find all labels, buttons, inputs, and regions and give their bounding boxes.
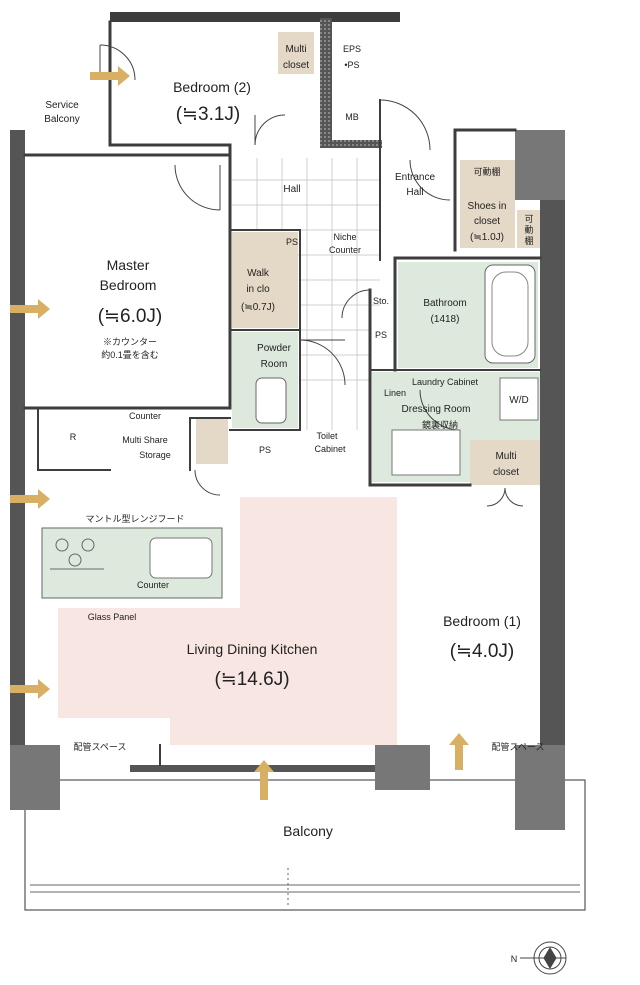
shoes-line2: closet <box>474 216 500 227</box>
counter-master: Counter <box>129 411 161 421</box>
kadou-shelf-top: 可動棚 <box>473 166 500 177</box>
kadou-shelf-v1: 可 <box>524 214 533 224</box>
walls <box>10 12 565 830</box>
balcony-area <box>24 779 586 911</box>
linen-label: Linen <box>384 388 406 398</box>
powder-line1: Powder <box>257 343 292 354</box>
bedroom2-name: Bedroom (2) <box>173 79 251 95</box>
shoes-line1: Shoes in <box>468 201 507 212</box>
walkin-size: (≒0.7J) <box>241 302 275 313</box>
master-line2: Bedroom <box>100 277 157 293</box>
ldk-size: (≒14.6J) <box>214 669 289 690</box>
piping-right: 配管スペース <box>492 741 545 752</box>
hood-label: マントル型レンジフード <box>85 514 184 524</box>
walkin-line1: Walk <box>247 268 270 279</box>
multi-share-line1: Multi Share <box>122 435 168 445</box>
master-note2: 約0.1畳を含む <box>101 349 159 360</box>
dressing-sub: 鏡裏収納 <box>422 419 458 430</box>
balcony-name: Balcony <box>283 823 333 839</box>
shoes-size: (≒1.0J) <box>470 232 504 243</box>
doors <box>99 44 524 507</box>
multi-closet-top-line2: closet <box>283 60 309 71</box>
ventilation-arrows <box>10 66 469 800</box>
bedroom1-name: Bedroom (1) <box>443 613 521 629</box>
master-line1: Master <box>107 257 150 273</box>
service-balcony-line1: Service <box>45 100 79 111</box>
multi-share-line2: Storage <box>139 450 171 460</box>
multi-closet-right-line2: closet <box>493 467 519 478</box>
shoes-closet-floor <box>460 160 515 248</box>
sto-label: Sto. <box>373 296 389 306</box>
eps-label-2: •PS <box>344 60 359 70</box>
ps-walkin: PS <box>286 237 298 247</box>
multi-closet-right-line1: Multi <box>495 451 516 462</box>
multi-closet-top-floor <box>278 32 314 74</box>
compass-icon <box>520 941 567 975</box>
mb-label: MB <box>345 112 359 122</box>
kadou-shelf-floor <box>517 210 541 248</box>
entrance-line1: Entrance <box>395 172 435 183</box>
bedroom1-size: (≒4.0J) <box>450 641 515 662</box>
master-size: (≒6.0J) <box>98 306 163 327</box>
walkin-line2: in clo <box>246 284 270 295</box>
eps-label-1: EPS <box>343 44 361 54</box>
kitchen-counter-label: Counter <box>137 580 169 590</box>
toilet-line2: Cabinet <box>314 444 346 454</box>
niche-line1: Niche <box>333 232 356 242</box>
bathroom-size: (1418) <box>431 314 460 325</box>
niche-line2: Counter <box>329 245 361 255</box>
ps-bath: PS <box>375 330 387 340</box>
master-note1: ※カウンター <box>103 337 157 347</box>
bedroom2-size: (≒3.1J) <box>176 104 241 125</box>
stove-burners <box>50 538 104 570</box>
laundry-cabinet: Laundry Cabinet <box>412 377 479 387</box>
ps-powder: PS <box>259 445 271 455</box>
glass-panel-label: Glass Panel <box>88 612 137 622</box>
powder-line2: Room <box>261 359 288 370</box>
bathtub-inner <box>491 271 529 357</box>
ldk-name: Living Dining Kitchen <box>187 641 318 657</box>
entrance-line2: Hall <box>406 187 423 198</box>
toilet <box>255 377 287 424</box>
north-label: N <box>511 954 518 964</box>
washer-dryer <box>499 377 539 421</box>
multi-share-storage-floor <box>196 418 228 464</box>
piping-left: 配管スペース <box>74 741 127 752</box>
walkin-closet-floor <box>232 232 298 328</box>
wd-label: W/D <box>509 395 528 406</box>
kadou-shelf-v2: 動 <box>524 225 533 235</box>
hall-name: Hall <box>283 184 300 195</box>
sink <box>149 537 213 579</box>
bathroom-name: Bathroom <box>423 298 466 309</box>
ldk-floor <box>58 497 397 745</box>
dressing-name: Dressing Room <box>402 404 471 415</box>
service-balcony-line2: Balcony <box>44 114 80 125</box>
multi-closet-right-floor <box>470 440 540 485</box>
toilet-line1: Toilet <box>316 431 338 441</box>
multi-closet-top-line1: Multi <box>285 44 306 55</box>
kadou-shelf-v3: 棚 <box>524 235 533 246</box>
fridge-label: R <box>70 432 77 442</box>
washstand <box>391 429 461 476</box>
